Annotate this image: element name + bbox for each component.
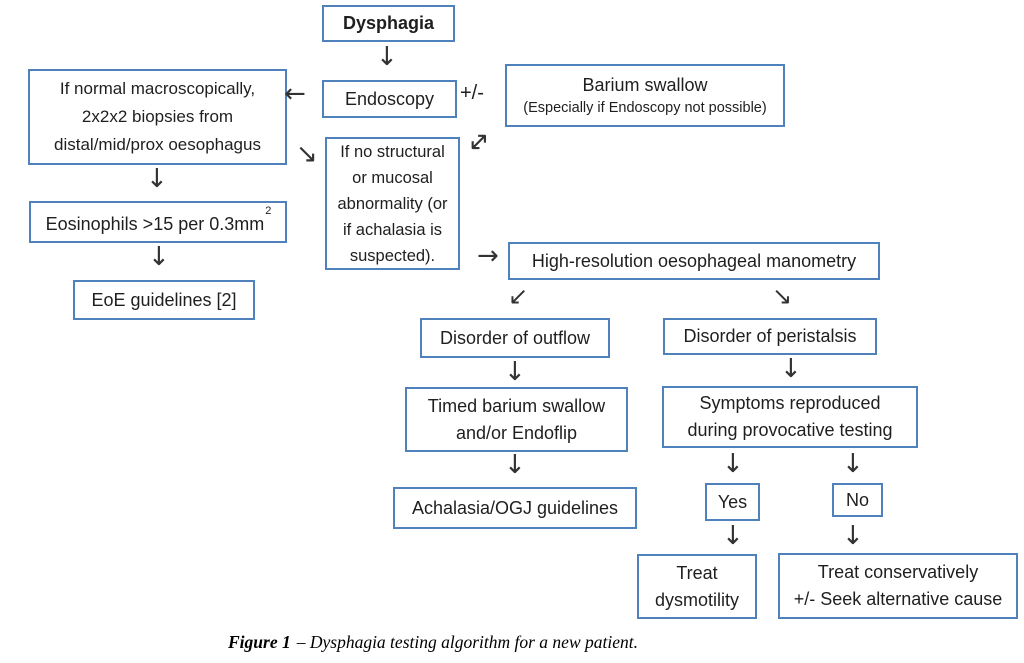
node-eoe-guidelines: EoE guidelines [2] bbox=[73, 280, 255, 320]
node-achalasia-guidelines: Achalasia/OGJ guidelines bbox=[393, 487, 637, 529]
node-sublabel: (Especially if Endoscopy not possible) bbox=[523, 100, 767, 116]
node-timed-barium-swallow: Timed barium swallow and/or Endoflip bbox=[405, 387, 628, 452]
node-label: Disorder of peristalsis bbox=[683, 326, 857, 346]
node-treat-dysmotility: Treat dysmotility bbox=[637, 554, 757, 619]
down-arrow-icon: ↓ bbox=[722, 449, 744, 479]
node-no: No bbox=[832, 483, 883, 517]
node-dysphagia: Dysphagia bbox=[322, 5, 455, 42]
node-label-line: distal/mid/prox oesophagus bbox=[54, 135, 261, 154]
node-no-structural-abnormality: If no structural or mucosal abnormality … bbox=[325, 137, 460, 270]
figure-caption-text: – Dysphagia testing algorithm for a new … bbox=[296, 632, 638, 652]
node-label-line: 2x2x2 biopsies from bbox=[81, 107, 234, 126]
node-label-line: Treat bbox=[676, 562, 718, 583]
node-label-line: Treat conservatively bbox=[817, 562, 979, 582]
node-label-line: dysmotility bbox=[654, 589, 739, 610]
down-arrow-icon: ↓ bbox=[376, 42, 398, 72]
node-manometry: High-resolution oesophageal manometry bbox=[508, 242, 880, 280]
node-biopsies: If normal macroscopically, 2x2x2 biopsie… bbox=[28, 69, 287, 165]
figure-caption-label: Figure 1 bbox=[228, 632, 291, 652]
node-barium-swallow: Barium swallow (Especially if Endoscopy … bbox=[505, 64, 785, 127]
node-label-line: and/or Endoflip bbox=[455, 422, 578, 443]
right-arrow-icon: → bbox=[477, 241, 499, 271]
node-disorder-of-outflow: Disorder of outflow bbox=[420, 318, 610, 358]
node-label-line: +/- Seek alternative cause bbox=[793, 589, 1003, 609]
down-arrow-icon: ↓ bbox=[504, 357, 526, 387]
ne-sw-double-arrow-icon: ↔ bbox=[460, 123, 498, 161]
down-arrow-icon: ↓ bbox=[722, 521, 744, 551]
node-label-line: Timed barium swallow bbox=[427, 395, 606, 416]
node-yes: Yes bbox=[705, 483, 760, 521]
node-label-line: If no structural bbox=[340, 142, 445, 161]
node-label-line: If normal macroscopically, bbox=[59, 79, 256, 98]
node-label-line: if achalasia is bbox=[342, 220, 443, 239]
down-left-arrow-icon: ↙ bbox=[508, 282, 529, 310]
node-treat-conservatively: Treat conservatively +/- Seek alternativ… bbox=[778, 553, 1018, 619]
node-label: Dysphagia bbox=[342, 13, 435, 33]
node-disorder-of-peristalsis: Disorder of peristalsis bbox=[663, 318, 877, 355]
node-label: EoE guidelines [2] bbox=[91, 289, 237, 310]
node-label: Endoscopy bbox=[344, 88, 435, 109]
plus-minus-label: +/- bbox=[460, 82, 484, 104]
node-label-line: Symptoms reproduced bbox=[699, 393, 881, 413]
node-label-line: or mucosal bbox=[352, 168, 433, 187]
down-arrow-icon: ↓ bbox=[148, 242, 170, 272]
node-symptoms-reproduced: Symptoms reproduced during provocative t… bbox=[662, 386, 918, 448]
down-arrow-icon: ↓ bbox=[842, 521, 864, 551]
node-label: Disorder of outflow bbox=[439, 327, 591, 348]
node-label: No bbox=[845, 489, 869, 510]
node-label: High-resolution oesophageal manometry bbox=[531, 250, 857, 271]
node-endoscopy: Endoscopy bbox=[322, 80, 457, 118]
node-label: Barium swallow bbox=[582, 75, 708, 95]
node-label-line: during provocative testing bbox=[687, 420, 893, 440]
down-right-arrow-icon: ↘ bbox=[772, 282, 793, 310]
down-arrow-icon: ↓ bbox=[780, 354, 802, 384]
down-arrow-icon: ↓ bbox=[146, 164, 168, 194]
left-arrow-icon: ← bbox=[284, 79, 306, 109]
superscript-2: 2 bbox=[265, 204, 272, 217]
figure-caption: Figure 1– Dysphagia testing algorithm fo… bbox=[228, 632, 638, 653]
node-label-line: abnormality (or bbox=[337, 194, 448, 213]
node-eosinophil-count: Eosinophils >15 per 0.3mm2 bbox=[29, 201, 287, 243]
node-label: Yes bbox=[717, 491, 748, 512]
node-label: Eosinophils >15 per 0.3mm2 bbox=[45, 204, 272, 234]
node-label: Achalasia/OGJ guidelines bbox=[411, 497, 619, 518]
down-right-arrow-icon: ↘ bbox=[296, 139, 318, 169]
down-arrow-icon: ↓ bbox=[504, 450, 526, 480]
node-label-line: suspected). bbox=[349, 246, 436, 265]
down-arrow-icon: ↓ bbox=[842, 449, 864, 479]
